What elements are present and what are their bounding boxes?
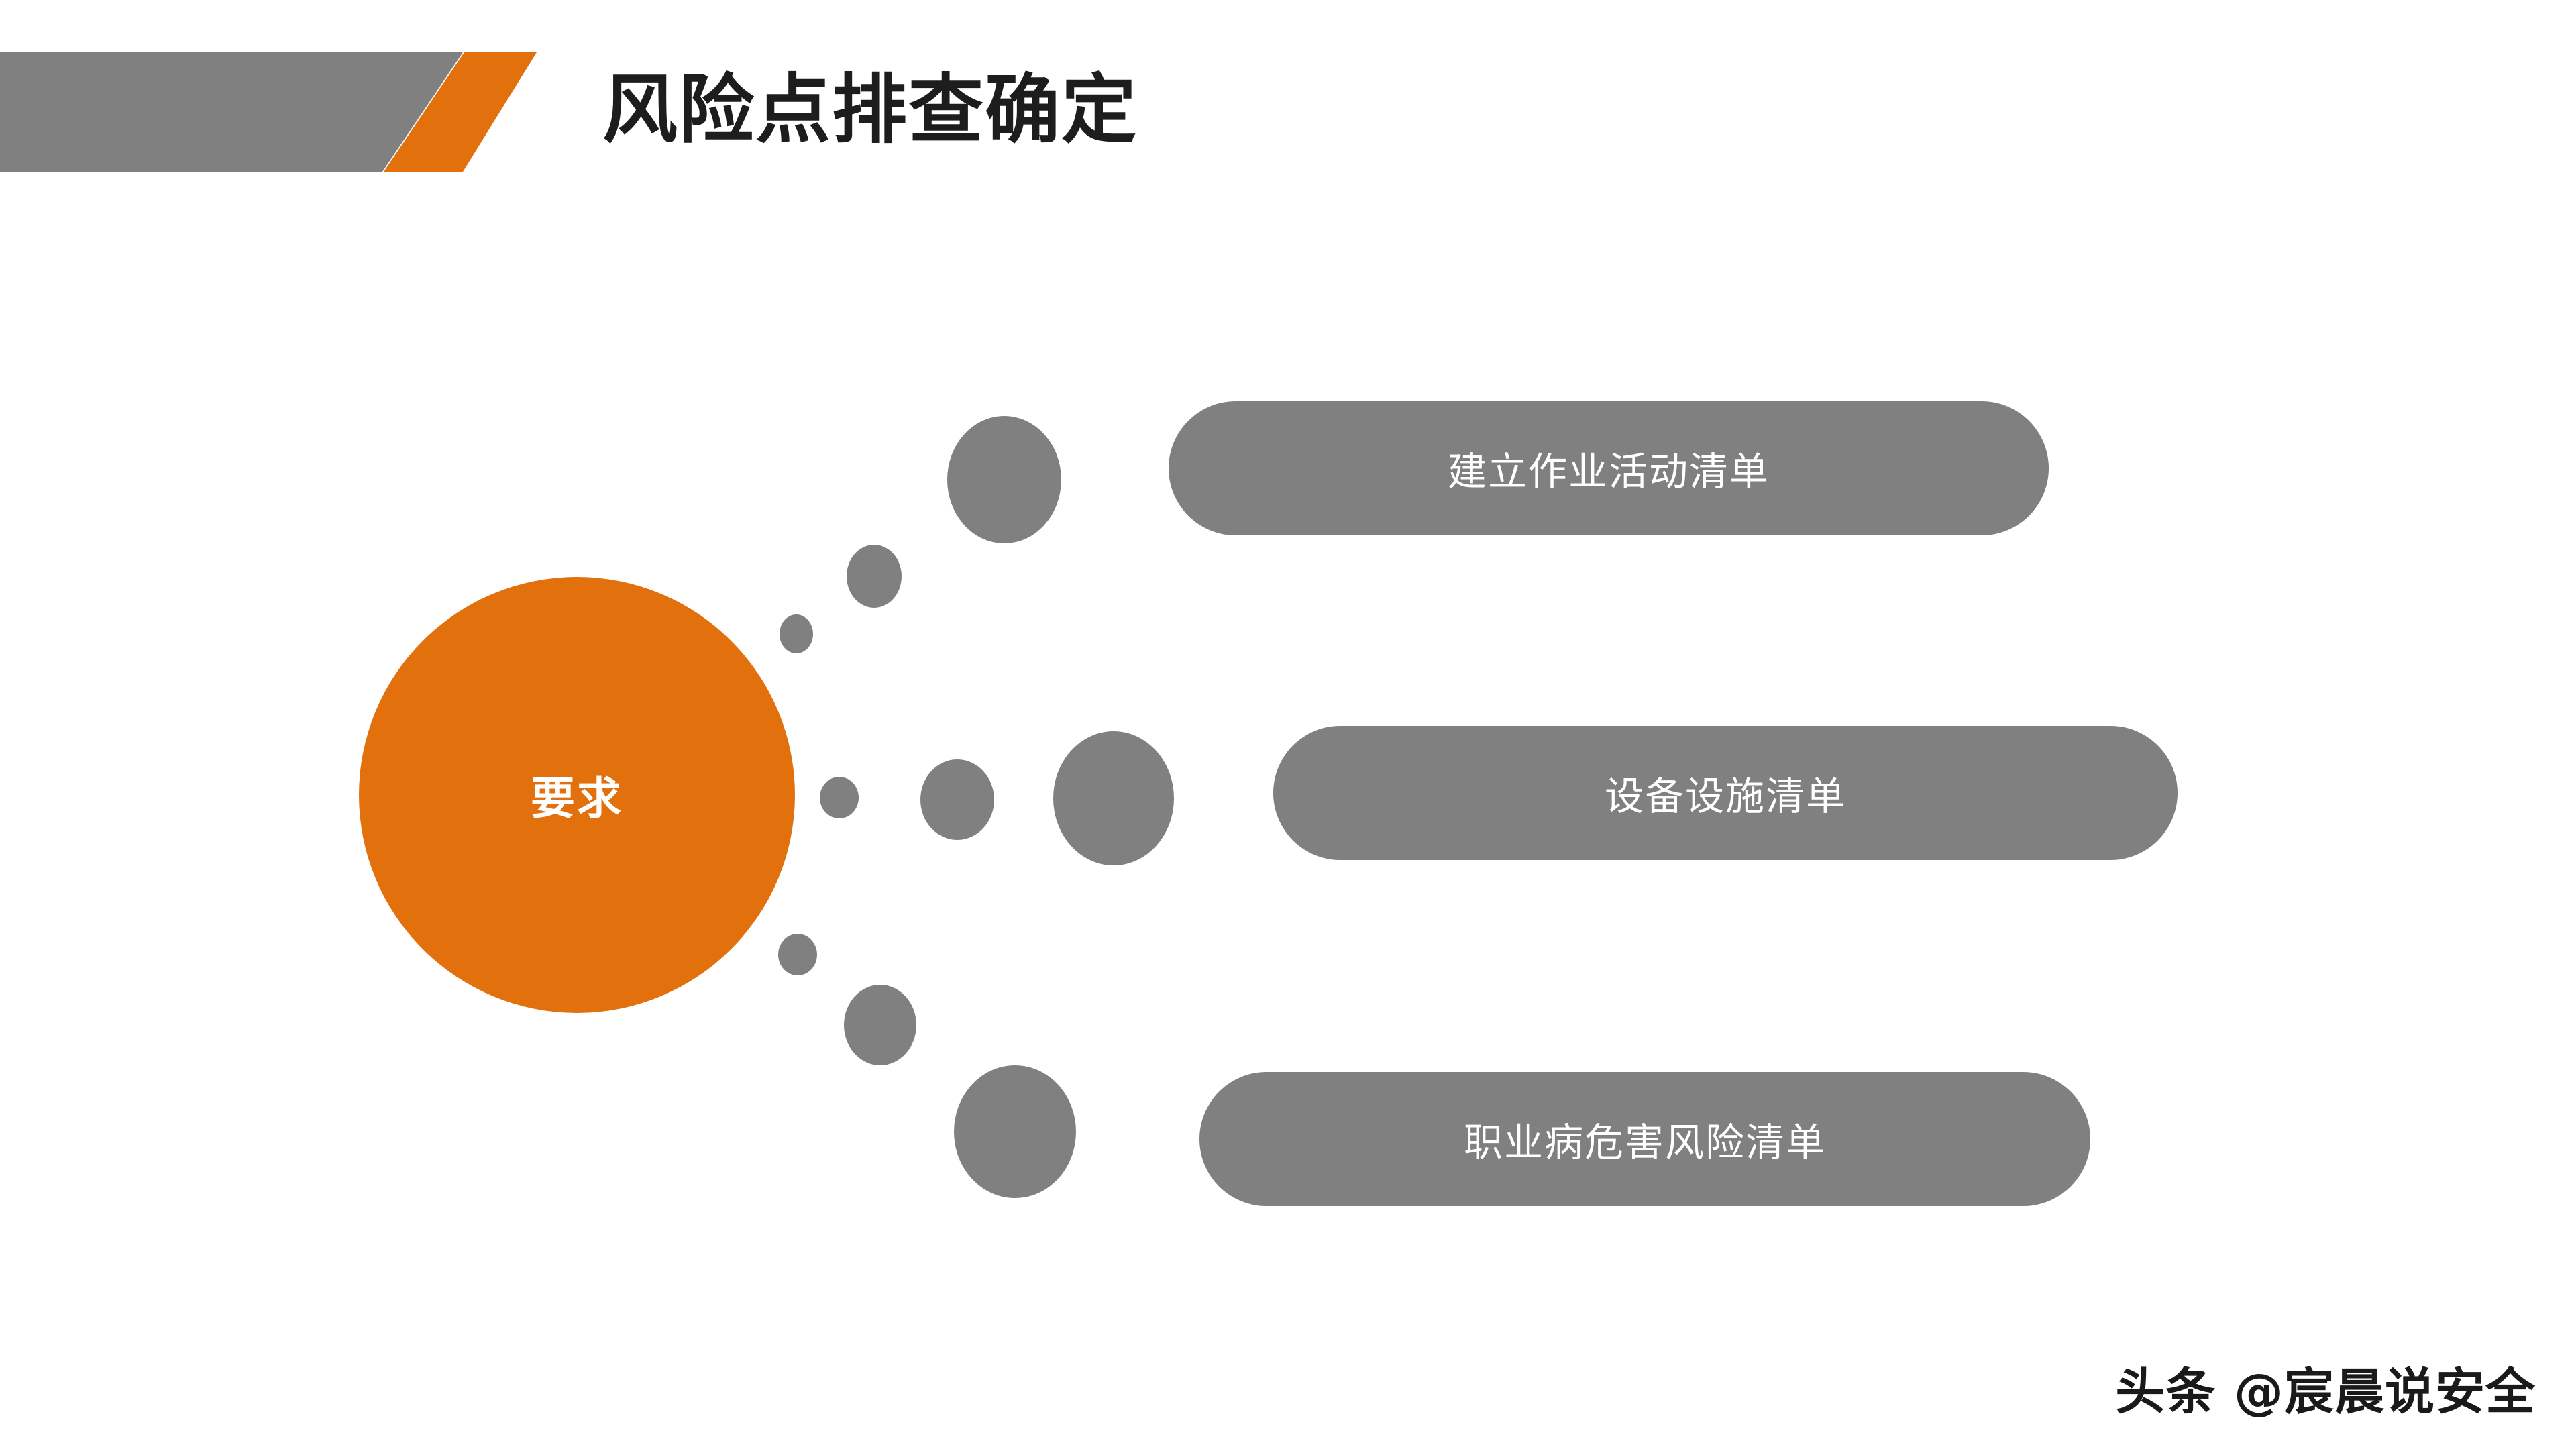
branch-pill-2-label: 设备设施清单	[1604, 773, 1846, 819]
page-title: 风险点排查确定	[602, 69, 1138, 152]
hub-circle[interactable]: 要求	[359, 577, 795, 1013]
watermark-text: 头条 @宸晨说安全	[2115, 1363, 2536, 1421]
branch-pill-2[interactable]: 设备设施清单	[1273, 726, 2178, 860]
connector-dot-bot-1	[778, 934, 817, 975]
branch-pill-1-label: 建立作业活动清单	[1447, 449, 1770, 494]
connector-dot-bot-3	[954, 1065, 1076, 1198]
branch-pill-3[interactable]: 职业病危害风险清单	[1199, 1072, 2090, 1206]
connector-dot-mid-2	[920, 759, 994, 840]
connector-dot-top-2	[847, 545, 902, 608]
connector-dot-top-3	[947, 416, 1061, 543]
hub-label: 要求	[531, 773, 623, 824]
branch-pill-1[interactable]: 建立作业活动清单	[1169, 401, 2049, 535]
branch-pill-3-label: 职业病危害风险清单	[1463, 1120, 1826, 1165]
connector-dot-mid-1	[820, 777, 859, 818]
connector-dot-mid-3	[1053, 731, 1174, 865]
banner-grey-parallelogram	[0, 52, 463, 172]
connector-dot-bot-2	[844, 985, 916, 1065]
header-banner-shape	[0, 52, 537, 172]
banner-orange-slash	[384, 52, 537, 172]
connector-dot-top-1	[780, 614, 813, 653]
